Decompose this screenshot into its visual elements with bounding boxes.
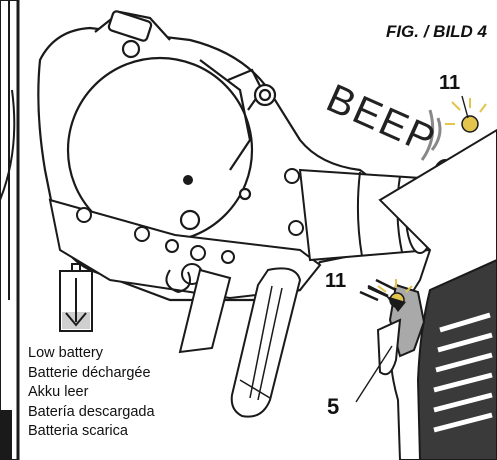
callout-5: 5 bbox=[327, 394, 340, 419]
battery-status-it: Batteria scarica bbox=[28, 423, 128, 439]
left-frame bbox=[0, 0, 20, 460]
side-handle bbox=[165, 267, 302, 418]
callout-11-bottom: 11 bbox=[325, 270, 347, 292]
battery-status-list: Low battery Batterie déchargée Akku leer… bbox=[28, 344, 155, 442]
battery-status-fr: Batterie déchargée bbox=[28, 364, 151, 381]
battery-status-es: Batería descargada bbox=[28, 403, 155, 420]
figure-title: FIG. / BILD 4 bbox=[385, 22, 487, 41]
battery-status-en: Low battery bbox=[28, 345, 103, 361]
leader-lines bbox=[355, 95, 469, 403]
battery-empty-icon bbox=[59, 263, 93, 332]
callout-11-top: 11 bbox=[439, 72, 461, 94]
frame-plate bbox=[48, 168, 322, 300]
tool-body bbox=[376, 128, 497, 460]
press-arrow bbox=[359, 278, 406, 312]
battery-status-de: Akku leer bbox=[28, 384, 89, 400]
sound-waves bbox=[420, 109, 442, 161]
